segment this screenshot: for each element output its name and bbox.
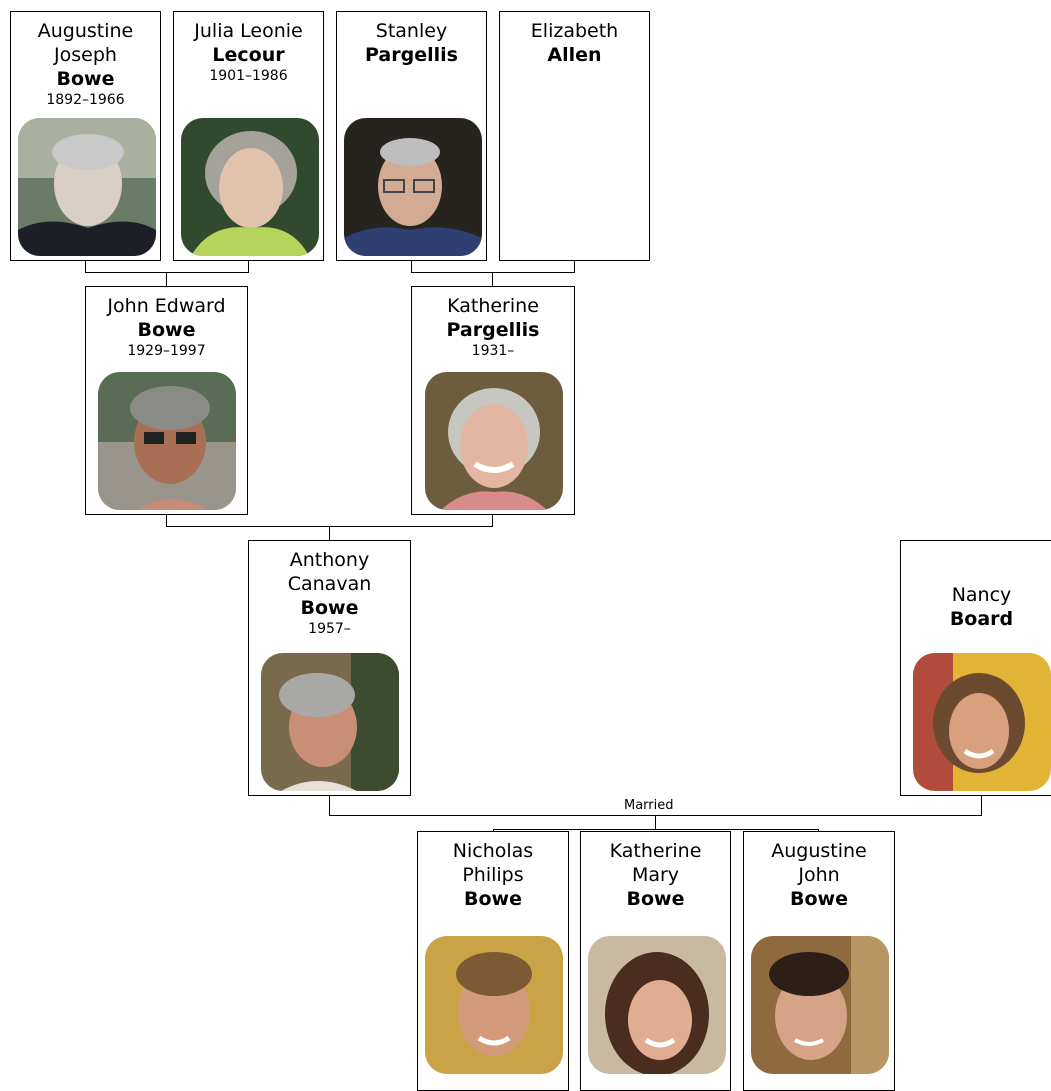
connector-line xyxy=(818,829,819,832)
given-name: Nicholas Philips xyxy=(452,840,534,886)
given-name: Augustine John xyxy=(771,840,867,886)
connector-line xyxy=(574,261,575,273)
connector-line xyxy=(655,815,656,830)
relationship-label: Married xyxy=(622,798,676,813)
given-name: Augustine Joseph xyxy=(37,20,134,66)
surname: Bowe xyxy=(300,597,359,619)
portrait-photo xyxy=(18,118,156,256)
connector-line xyxy=(492,272,493,287)
connector-line xyxy=(166,272,167,287)
connector-line xyxy=(329,526,330,541)
person-card-anthony-canavan-bowe[interactable]: Anthony Canavan Bowe 1957– xyxy=(248,540,411,796)
surname: Pargellis xyxy=(365,44,458,66)
surname: Allen xyxy=(547,44,602,66)
person-card-elizabeth-allen[interactable]: Elizabeth Allen xyxy=(499,11,650,261)
person-card-katherine-mary-bowe[interactable]: Katherine Mary Bowe xyxy=(580,831,731,1091)
person-card-stanley-pargellis[interactable]: Stanley Pargellis xyxy=(336,11,487,261)
life-dates: 1901–1986 xyxy=(209,68,288,84)
surname: Bowe xyxy=(790,888,848,910)
connector-line xyxy=(329,796,330,816)
connector-line xyxy=(85,261,86,273)
connector-line xyxy=(411,272,575,273)
portrait-photo xyxy=(425,372,563,510)
connector-line xyxy=(411,261,412,273)
surname: Pargellis xyxy=(446,319,540,341)
portrait-photo xyxy=(425,936,563,1074)
life-dates: 1892–1966 xyxy=(46,92,125,108)
person-card-augustine-john-bowe[interactable]: Augustine John Bowe xyxy=(743,831,895,1091)
given-name: John Edward xyxy=(107,295,226,317)
given-name: Katherine Mary xyxy=(609,840,702,886)
person-card-augustine-joseph-bowe[interactable]: Augustine Joseph Bowe 1892–1966 xyxy=(10,11,161,261)
connector-line xyxy=(85,272,249,273)
person-card-julia-leonie-lecour[interactable]: Julia Leonie Lecour 1901–1986 xyxy=(173,11,324,261)
connector-line xyxy=(492,515,493,527)
person-card-katherine-pargellis[interactable]: Katherine Pargellis 1931– xyxy=(411,286,575,515)
portrait-photo xyxy=(261,653,399,791)
surname: Bowe xyxy=(626,888,685,910)
given-name: Katherine xyxy=(447,295,539,317)
connector-line xyxy=(493,829,494,832)
portrait-photo xyxy=(181,118,319,256)
life-dates: 1957– xyxy=(308,621,351,637)
person-card-nancy-board[interactable]: Nancy Board xyxy=(900,540,1051,796)
life-dates: 1929–1997 xyxy=(127,343,206,359)
given-name: Stanley xyxy=(375,20,448,42)
person-card-nicholas-philips-bowe[interactable]: Nicholas Philips Bowe xyxy=(417,831,569,1091)
portrait-photo xyxy=(344,118,482,256)
connector-line xyxy=(981,796,982,816)
connector-line xyxy=(166,515,167,527)
portrait-photo xyxy=(751,936,889,1074)
given-name: Nancy xyxy=(951,584,1012,606)
life-dates: 1931– xyxy=(471,343,515,359)
portrait-photo xyxy=(588,936,726,1074)
person-card-john-edward-bowe[interactable]: John Edward Bowe 1929–1997 xyxy=(85,286,248,515)
connector-line xyxy=(248,261,249,273)
portrait-photo xyxy=(98,372,236,510)
surname: Lecour xyxy=(212,44,285,66)
surname: Bowe xyxy=(464,888,522,910)
surname: Bowe xyxy=(137,319,196,341)
given-name: Anthony Canavan xyxy=(287,549,372,595)
surname: Bowe xyxy=(56,68,115,90)
given-name: Elizabeth xyxy=(530,20,619,42)
connector-line xyxy=(493,829,819,830)
portrait-photo xyxy=(913,653,1051,791)
surname: Board xyxy=(949,608,1014,630)
given-name: Julia Leonie xyxy=(194,20,303,42)
